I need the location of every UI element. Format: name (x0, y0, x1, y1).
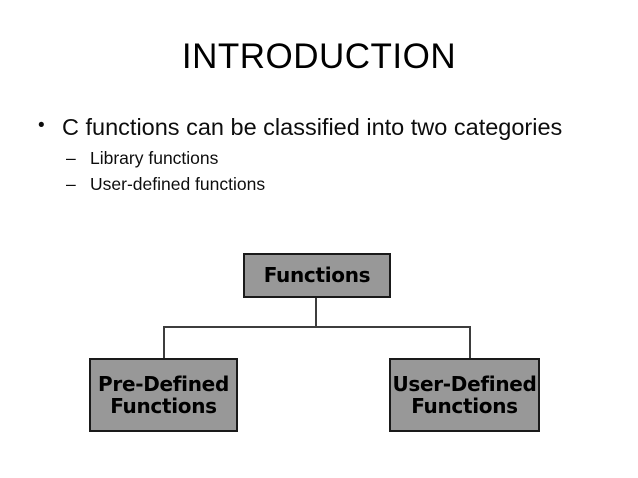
connector-horizontal-bar (163, 326, 471, 328)
org-node-label-line2: Functions (110, 394, 217, 418)
connector-stem-vertical (315, 298, 317, 328)
bullet-text: C functions can be classified into two c… (62, 114, 563, 140)
bullet-marker-dot-icon: • (38, 115, 45, 136)
bullet-item-library-functions: – Library functions (66, 146, 608, 171)
bullet-list: • C functions can be classified into two… (33, 112, 608, 198)
connector-drop-left (163, 326, 165, 358)
bullet-marker-dash-icon: – (66, 147, 76, 168)
bullet-marker-dash-icon: – (66, 173, 76, 194)
org-node-pre-defined-functions: Pre-Defined Functions (89, 358, 238, 432)
bullet-text: User-defined functions (90, 173, 266, 194)
page-title: INTRODUCTION (181, 37, 457, 76)
bullet-item-level1: • C functions can be classified into two… (33, 112, 608, 143)
org-node-functions: Functions (243, 253, 391, 298)
connector-drop-right (469, 326, 471, 358)
org-node-label-line1: User-Defined (392, 371, 537, 396)
org-node-user-defined-functions: User-Defined Functions (389, 358, 540, 432)
org-node-label-line2: Functions (411, 394, 518, 418)
org-node-label: Functions (263, 263, 371, 288)
bullet-item-user-defined-functions: – User-defined functions (66, 172, 608, 197)
org-node-label-line1: Pre-Defined (98, 371, 229, 396)
bullet-text: Library functions (90, 147, 219, 168)
